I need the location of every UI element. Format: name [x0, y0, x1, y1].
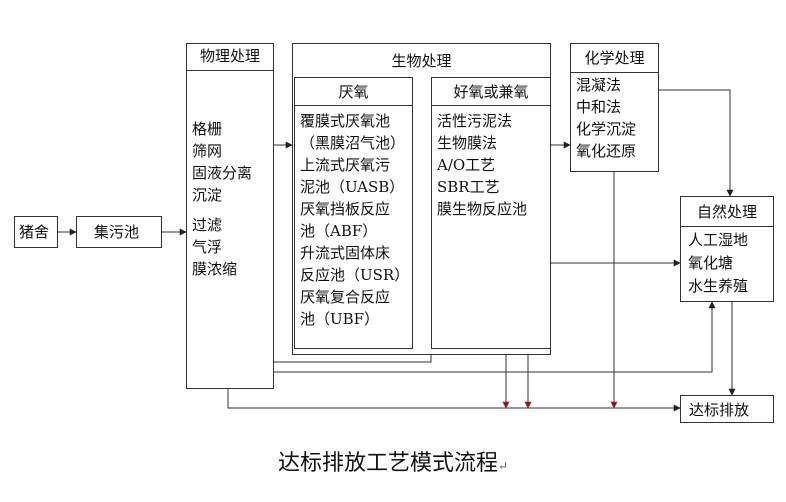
anaerobic-line: 厌氧复合反应	[300, 288, 391, 306]
chemical-item: 中和法	[576, 98, 622, 116]
aerobic-line: 生物膜法	[437, 134, 498, 152]
bypass-to-natural	[265, 301, 716, 373]
biological-treatment-title: 生物处理	[391, 52, 452, 70]
aerobic-list: 活性污泥法 生物膜法 A/O工艺 SBR工艺 膜生物反应池	[437, 110, 527, 220]
arrow-physical-to-discharge	[227, 389, 681, 412]
physical-item: 膜浓缩	[192, 260, 238, 278]
diagram-caption: 达标排放工艺模式流程↵	[0, 448, 786, 482]
chemical-treatment-box: 化学处理 混凝法 中和法 化学沉淀 氧化还原	[570, 43, 659, 172]
arrow-chemical-to-natural	[659, 89, 734, 197]
anaerobic-line: 反应池（USR）	[300, 266, 410, 284]
natural-item: 水生养殖	[688, 277, 749, 295]
chemical-item: 混凝法	[576, 76, 622, 94]
anaerobic-line: （黑膜沼气池）	[300, 134, 406, 152]
physical-item: 气浮	[192, 238, 223, 256]
pig-house-box: 猪舍	[14, 216, 58, 248]
anaerobic-line: 池（ABF）	[300, 222, 378, 240]
aerobic-box: 好氧或兼氧 活性污泥法 生物膜法 A/O工艺 SBR工艺 膜生物反应池	[431, 77, 551, 349]
chemical-item: 氧化还原	[576, 142, 637, 160]
natural-item: 氧化塘	[688, 254, 734, 272]
discharge-box: 达标排放	[680, 395, 774, 423]
anaerobic-line: 升流式固体床	[300, 244, 391, 262]
return-flow-to-physical	[264, 355, 432, 366]
natural-treatment-box: 自然处理 人工湿地 氧化塘 水生养殖	[680, 196, 774, 302]
collection-tank-box: 集污池	[76, 216, 162, 248]
discharge-label: 达标排放	[689, 401, 750, 419]
anaerobic-line: 上流式厌氧污	[300, 156, 391, 174]
physical-item: 固液分离	[192, 164, 253, 182]
physical-treatment-box: 物理处理 格栅 筛网 固液分离 沉淀 过滤 气浮 膜浓缩	[186, 43, 274, 389]
anaerobic-line: 厌氧挡板反应	[300, 200, 391, 218]
physical-lower-list: 过滤 气浮 膜浓缩	[192, 214, 237, 280]
anaerobic-box: 厌氧 覆膜式厌氧池 （黑膜沼气池） 上流式厌氧污 泥池（UASB） 厌氧挡板反应…	[294, 77, 413, 349]
collection-tank-label: 集污池	[94, 223, 140, 241]
caption-text: 达标排放工艺模式流程	[277, 451, 498, 476]
physical-treatment-title: 物理处理	[187, 44, 273, 71]
anaerobic-line: 泥池（UASB）	[300, 178, 405, 196]
chemical-treatment-title: 化学处理	[571, 44, 658, 73]
natural-item: 人工湿地	[688, 231, 749, 249]
aerobic-line: 膜生物反应池	[437, 200, 528, 218]
anaerobic-line: 覆膜式厌氧池	[300, 112, 391, 130]
physical-item: 过滤	[192, 216, 223, 234]
chemical-list: 混凝法 中和法 化学沉淀 氧化还原	[576, 74, 636, 162]
physical-item: 沉淀	[192, 186, 223, 204]
physical-item: 筛网	[192, 142, 223, 160]
chemical-item: 化学沉淀	[576, 120, 637, 138]
physical-item: 格栅	[192, 120, 223, 138]
paragraph-mark-icon: ↵	[497, 459, 509, 473]
aerobic-line: SBR工艺	[437, 178, 500, 196]
aerobic-line: 活性污泥法	[437, 112, 513, 130]
pig-house-label: 猪舍	[19, 223, 50, 241]
anaerobic-list: 覆膜式厌氧池 （黑膜沼气池） 上流式厌氧污 泥池（UASB） 厌氧挡板反应 池（…	[300, 110, 409, 330]
physical-upper-list: 格栅 筛网 固液分离 沉淀	[192, 118, 252, 206]
aerobic-line: A/O工艺	[437, 156, 496, 174]
natural-treatment-title: 自然处理	[681, 197, 773, 227]
anaerobic-title: 厌氧	[295, 78, 412, 106]
anaerobic-line: 池（UBF）	[300, 310, 380, 328]
aerobic-title: 好氧或兼氧	[432, 78, 550, 106]
natural-list: 人工湿地 氧化塘 水生养殖	[688, 229, 748, 298]
